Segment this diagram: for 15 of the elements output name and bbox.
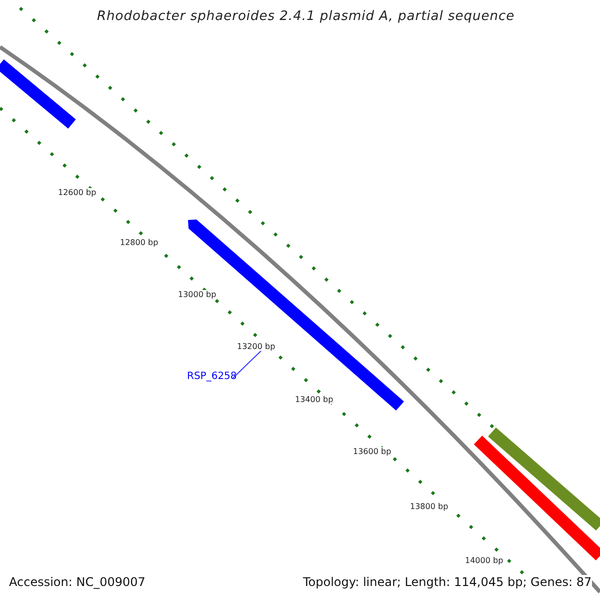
- tick-label: 13400 bp: [295, 395, 334, 404]
- accession-label: Accession: NC_009007: [9, 575, 146, 589]
- tick-label: 12800 bp: [120, 238, 158, 247]
- tick-label: 13000 bp: [178, 290, 216, 299]
- gene-bar: [488, 427, 600, 531]
- sequence-info: Topology: linear; Length: 114,045 bp; Genes: 87: [303, 575, 592, 589]
- title: Rhodobacter sphaeroides 2.4.1 plasmid A, partial sequence: [97, 9, 515, 24]
- gene-bar: [0, 59, 76, 129]
- tick-label: 13600 bp: [353, 447, 392, 456]
- gene-label: RSP_6258: [187, 371, 237, 382]
- leader-line: [232, 348, 264, 378]
- tick-label: 13200 bp: [237, 342, 276, 351]
- tick-label: 12600 bp: [58, 188, 96, 197]
- tick-label: 13800 bp: [410, 502, 448, 511]
- tick-label: 14000 bp: [465, 556, 504, 565]
